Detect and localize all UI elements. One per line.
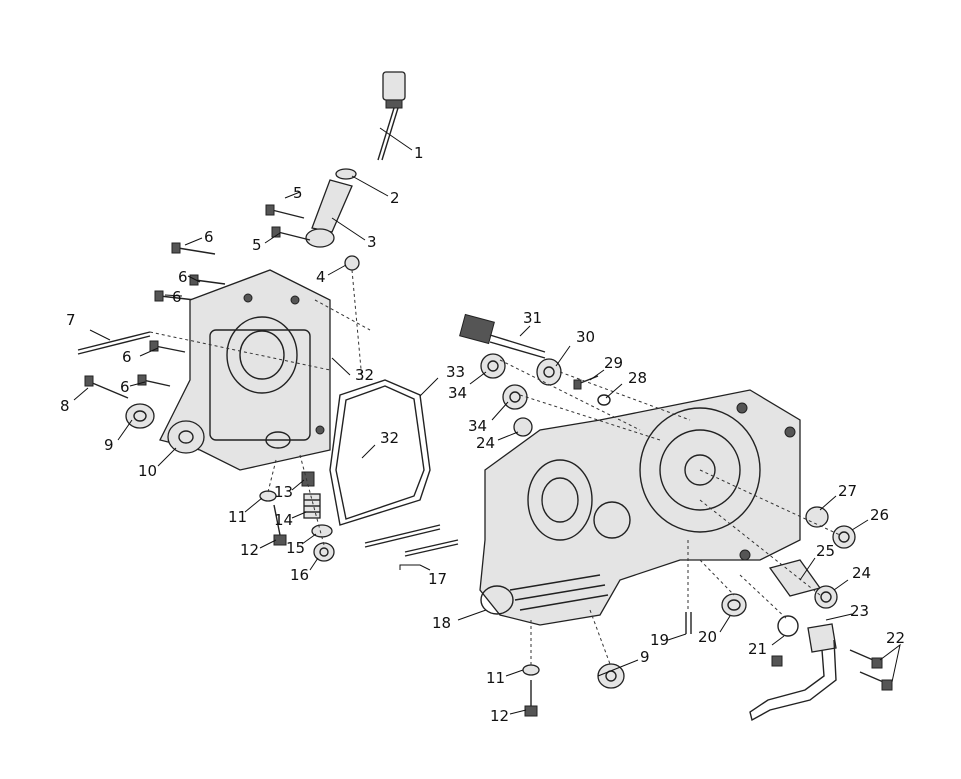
label-16: 16	[290, 566, 309, 584]
part-29-bolt	[573, 375, 599, 390]
label-18: 18	[432, 614, 451, 632]
label-19: 19	[650, 631, 669, 649]
part-2-washer	[335, 168, 357, 180]
label-6e: 6	[120, 378, 130, 396]
label-24a: 24	[852, 564, 871, 582]
part-28-washer	[597, 394, 611, 406]
label-27: 27	[838, 482, 857, 500]
label-21: 21	[748, 640, 767, 658]
part-20-collar	[721, 593, 747, 617]
label-5b: 5	[252, 236, 262, 254]
label-31: 31	[523, 309, 542, 327]
part-22-bolts	[849, 649, 893, 691]
label-8: 8	[60, 397, 70, 415]
label-6d: 6	[122, 348, 132, 366]
part-16-drain-cap	[313, 542, 335, 562]
label-30: 30	[576, 328, 595, 346]
part-9-bush-left	[125, 403, 155, 429]
label-4: 4	[316, 268, 326, 286]
label-6b: 6	[178, 268, 188, 286]
part-13-plug	[301, 471, 315, 487]
part-24-bush-right	[814, 585, 838, 609]
label-23: 23	[850, 602, 869, 620]
label-17: 17	[428, 570, 447, 588]
label-11a: 11	[228, 508, 247, 526]
label-10: 10	[138, 462, 157, 480]
part-21-o-ring	[777, 615, 799, 637]
label-32a: 32	[355, 366, 374, 384]
part-14-spring	[303, 493, 321, 519]
label-12a: 12	[240, 541, 259, 559]
part-3-filler-tube	[305, 179, 353, 248]
label-34b: 34	[468, 417, 487, 435]
part-12-bolt	[273, 504, 287, 546]
label-11b: 11	[486, 669, 505, 687]
part-1-oil-dipstick	[377, 71, 406, 161]
label-13: 13	[274, 483, 293, 501]
label-33: 33	[446, 363, 465, 381]
label-9b: 9	[640, 648, 650, 666]
label-3: 3	[367, 233, 377, 251]
part-7-long-bolt	[77, 331, 151, 355]
label-22: 22	[886, 629, 905, 647]
label-1: 1	[414, 144, 424, 162]
part-18-main-crankcase	[479, 389, 801, 626]
part-25-sleeve	[768, 559, 822, 597]
part-24-bush-upper	[513, 417, 533, 437]
part-8-bolt	[84, 375, 129, 399]
part-10-left-crankcase-half	[159, 269, 331, 471]
callout-labels: 1 2 3 4 5 5 6 6 6 6 6 7 8 9 10 11 12 13 …	[60, 144, 905, 725]
label-20: 20	[698, 628, 717, 646]
label-6c: 6	[172, 288, 182, 306]
part-17-dowel-pins	[364, 524, 459, 557]
label-15: 15	[286, 539, 305, 557]
label-2: 2	[390, 189, 400, 207]
label-6a: 6	[204, 228, 214, 246]
label-24b: 24	[476, 434, 495, 452]
part-4-o-ring	[344, 255, 360, 271]
part-34-bearings	[480, 353, 528, 410]
label-26: 26	[870, 506, 889, 524]
part-19-pin	[685, 612, 692, 634]
label-28: 28	[628, 369, 647, 387]
part-12-bolt-lower	[524, 680, 538, 717]
part-5-bolts	[265, 204, 311, 241]
label-34a: 34	[448, 384, 467, 402]
part-30-bearing	[536, 358, 562, 386]
label-7: 7	[66, 311, 76, 329]
part-23-bracket	[749, 623, 837, 722]
part-31-shaft	[459, 313, 546, 359]
leader-lines	[73, 127, 901, 715]
label-25: 25	[816, 542, 835, 560]
part-6-bolts	[137, 242, 226, 387]
label-32b: 32	[380, 429, 399, 447]
label-5a: 5	[293, 184, 303, 202]
part-26-seal	[832, 525, 856, 549]
label-9a: 9	[104, 436, 114, 454]
label-14: 14	[274, 511, 293, 529]
part-27-cap	[805, 506, 829, 528]
part-11-washer-lower	[522, 664, 540, 676]
part-33-gasket	[329, 379, 431, 526]
label-12b: 12	[490, 707, 509, 725]
label-29: 29	[604, 354, 623, 372]
